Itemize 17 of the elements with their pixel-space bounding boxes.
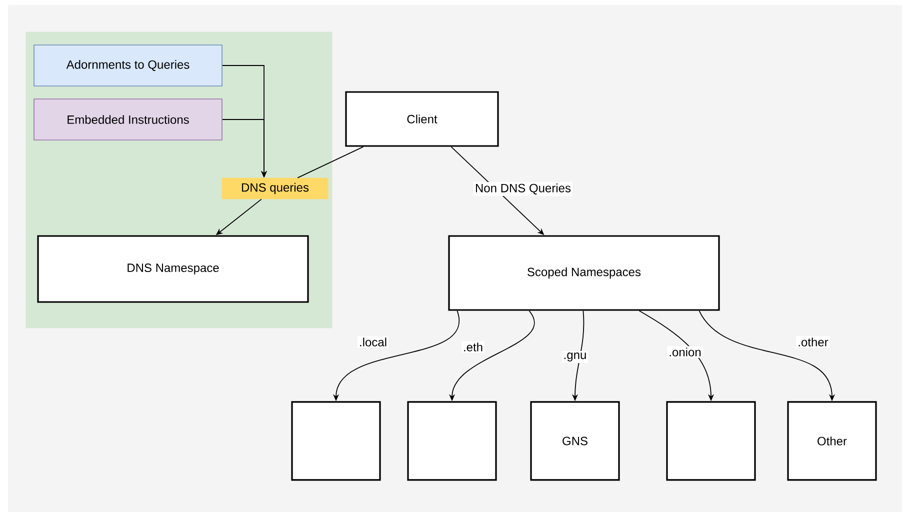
empty-box [291,401,381,481]
resolver-box: Other [787,401,877,481]
edge-label: .local [358,336,388,348]
empty-box [407,401,497,481]
edge-label: .other [796,336,830,348]
edge-label: Non DNS Queries [473,182,573,196]
input-box: Embedded Instructions [34,98,222,140]
client-box: Client [345,91,499,147]
edge-label: .onion [667,346,703,358]
input-box: Adornments to Queries [34,44,222,86]
edge-label: .eth [462,341,484,353]
empty-box [666,401,756,481]
edge-label: .gnu [562,351,588,363]
namespace-box: DNS Namespace [37,235,309,303]
query-label-box: DNS queries [222,178,328,200]
resolver-box: GNS [530,401,620,481]
namespace-box: Scoped Namespaces [448,235,720,311]
